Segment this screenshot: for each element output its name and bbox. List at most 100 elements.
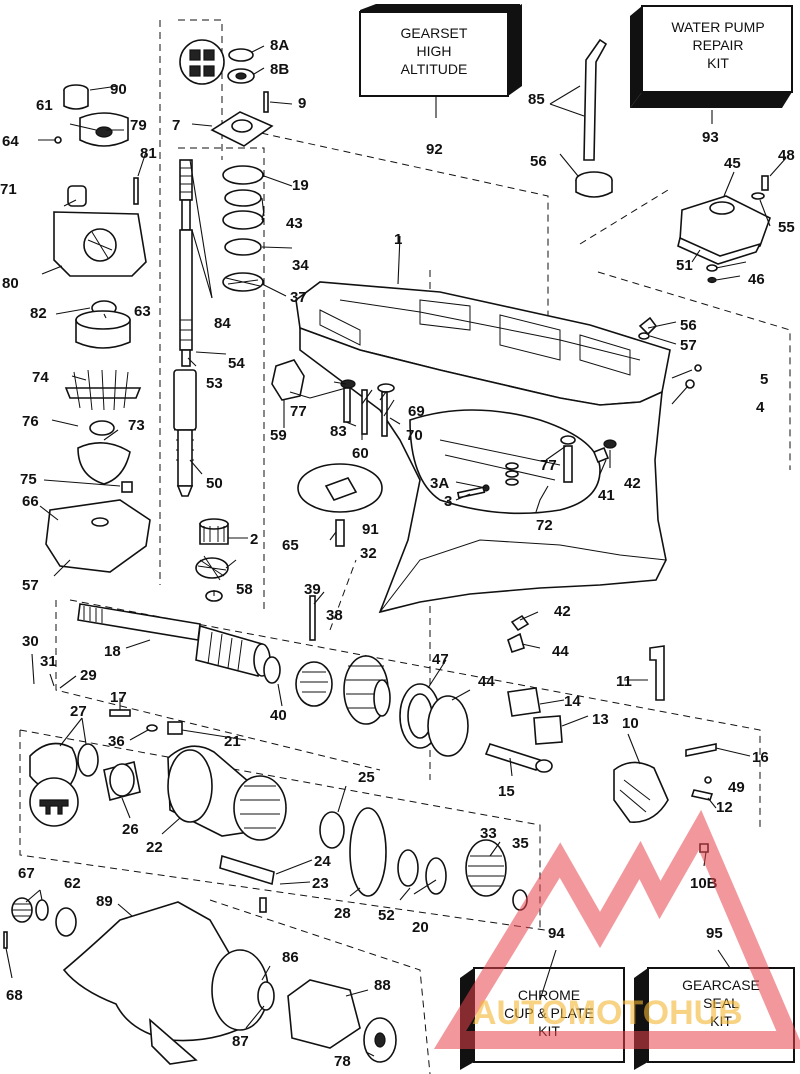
label-44b: 44 — [478, 673, 495, 690]
forward-gear-group — [295, 595, 469, 757]
label-58: 58 — [236, 581, 253, 598]
label-16: 16 — [752, 749, 769, 766]
label-28: 28 — [334, 905, 351, 922]
label-74: 74 — [32, 369, 49, 386]
label-69: 69 — [408, 403, 425, 420]
label-40: 40 — [270, 707, 287, 724]
label-20: 20 — [412, 919, 429, 936]
label-23: 23 — [312, 875, 329, 892]
label-49: 49 — [728, 779, 745, 796]
label-52: 52 — [378, 907, 395, 924]
label-17: 17 — [110, 689, 127, 706]
label-34: 34 — [292, 257, 309, 274]
label-42b: 42 — [554, 603, 571, 620]
kit-92-line3: ALTITUDE — [401, 61, 468, 77]
water-pump-parts — [45, 84, 151, 573]
label-21: 21 — [224, 733, 241, 750]
label-45: 45 — [724, 155, 741, 172]
kit-95-line3: KIT — [710, 1013, 732, 1029]
kit-93-line3: KIT — [707, 55, 729, 71]
label-90: 90 — [110, 81, 127, 98]
label-57b: 57 — [22, 577, 39, 594]
label-11: 11 — [616, 673, 632, 690]
label-55: 55 — [778, 219, 795, 236]
label-33: 33 — [480, 825, 497, 842]
label-29: 29 — [80, 667, 97, 684]
label-22: 22 — [146, 839, 163, 856]
upper-seals-stack — [179, 39, 274, 292]
shift-shaft-and-bearing — [575, 38, 613, 198]
driveshaft-parts — [173, 159, 197, 497]
water-pump-cover — [677, 175, 771, 284]
label-64: 64 — [2, 133, 19, 150]
label-83: 83 — [330, 423, 347, 440]
label-60: 60 — [352, 445, 369, 462]
bearing-carrier-group — [29, 709, 528, 913]
kit-92-line2: HIGH — [417, 43, 452, 59]
label-75: 75 — [20, 471, 37, 488]
label-37: 37 — [290, 289, 307, 306]
callout-labels: 1 2 3 3A 4 5 7 8A 8B 9 10 10B 11 12 13 1… — [0, 37, 795, 1070]
label-68: 68 — [6, 987, 23, 1004]
label-79: 79 — [130, 117, 147, 134]
label-1: 1 — [394, 231, 402, 248]
propeller-group — [3, 897, 397, 1065]
propeller-shaft — [77, 603, 281, 684]
label-42a: 42 — [624, 475, 641, 492]
label-63: 63 — [134, 303, 151, 320]
label-77b: 77 — [540, 457, 557, 474]
label-14: 14 — [564, 693, 581, 710]
label-30: 30 — [22, 633, 39, 650]
label-24: 24 — [314, 853, 331, 870]
label-82: 82 — [30, 305, 47, 322]
label-92: 92 — [426, 141, 443, 158]
label-77a: 77 — [290, 403, 307, 420]
label-7: 7 — [172, 117, 180, 134]
label-86: 86 — [282, 949, 299, 966]
kit-94-line2: CUP & PLATE — [504, 1005, 594, 1021]
label-70: 70 — [406, 427, 423, 444]
label-12: 12 — [716, 799, 733, 816]
kit-94-line1: CHROME — [518, 987, 580, 1003]
label-61: 61 — [36, 97, 53, 114]
label-54: 54 — [228, 355, 245, 372]
kit-box-92: GEARSET HIGH ALTITUDE — [359, 4, 522, 97]
label-4: 4 — [756, 399, 765, 416]
label-36: 36 — [108, 733, 125, 750]
kit-95-line1: GEARCASE — [682, 977, 760, 993]
label-89: 89 — [96, 893, 113, 910]
label-19: 19 — [292, 177, 309, 194]
label-94: 94 — [548, 925, 565, 942]
shift-mechanism — [484, 645, 717, 853]
label-47: 47 — [432, 651, 449, 668]
label-15: 15 — [498, 783, 515, 800]
kit-box-93: WATER PUMP REPAIR KIT — [630, 5, 793, 108]
label-10: 10 — [622, 715, 639, 732]
label-66: 66 — [22, 493, 39, 510]
label-78: 78 — [334, 1053, 351, 1070]
label-72: 72 — [536, 517, 553, 534]
label-51: 51 — [676, 257, 693, 274]
label-3: 3 — [444, 493, 452, 510]
label-18: 18 — [104, 643, 121, 660]
label-43: 43 — [286, 215, 303, 232]
label-32: 32 — [360, 545, 377, 562]
kit-95-line2: SEAL — [703, 995, 739, 1011]
label-57a: 57 — [680, 337, 697, 354]
leader-lines — [5, 45, 787, 1057]
label-44a: 44 — [552, 643, 569, 660]
label-41: 41 — [598, 487, 615, 504]
label-46: 46 — [748, 271, 765, 288]
label-50: 50 — [206, 475, 223, 492]
label-91: 91 — [362, 521, 379, 538]
label-67: 67 — [18, 865, 35, 882]
label-2: 2 — [250, 531, 258, 548]
label-84: 84 — [214, 315, 231, 332]
label-3a: 3A — [430, 475, 449, 492]
label-76: 76 — [22, 413, 39, 430]
label-73: 73 — [128, 417, 145, 434]
kit-93-line2: REPAIR — [692, 37, 743, 53]
anodic-plate — [297, 463, 383, 547]
label-88: 88 — [374, 977, 391, 994]
